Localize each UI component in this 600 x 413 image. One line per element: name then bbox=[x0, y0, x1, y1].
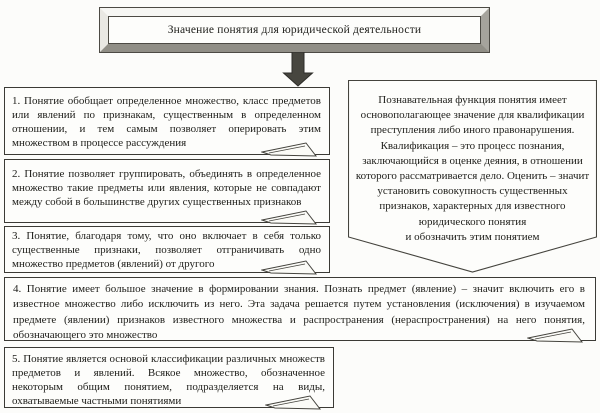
note-box-4: 4. Понятие имеет большое значение в форм… bbox=[4, 277, 596, 343]
folded-corner-icon bbox=[261, 260, 318, 275]
folded-corner-icon bbox=[261, 142, 318, 157]
title-banner: Значение понятия для юридической деятель… bbox=[99, 7, 490, 53]
note-2-text: 2. Понятие позволяет группировать, объед… bbox=[12, 168, 321, 208]
callout-pentagon bbox=[348, 80, 597, 273]
note-4-text: 4. Понятие имеет большое значение в форм… bbox=[13, 283, 585, 342]
note-box-2: 2. Понятие позволяет группировать, объед… bbox=[4, 159, 330, 225]
callout-text: Познавательная функция понятия имеет осн… bbox=[355, 94, 590, 243]
note-5-text: 5. Понятие является основой классификаци… bbox=[12, 353, 325, 407]
folded-corner-icon bbox=[527, 328, 584, 343]
note-box-1: 1. Понятие обобщает определенное множест… bbox=[4, 87, 330, 157]
down-arrow-icon bbox=[282, 52, 314, 87]
title-text: Значение понятия для юридической деятель… bbox=[108, 16, 481, 44]
note-3-text: 3. Понятие, благодаря тому, что оно вклю… bbox=[12, 230, 321, 270]
note-box-3: 3. Понятие, благодаря тому, что оно вклю… bbox=[4, 226, 330, 275]
folded-corner-icon bbox=[261, 210, 318, 225]
note-box-5: 5. Понятие является основой классификаци… bbox=[4, 347, 334, 410]
note-1-text: 1. Понятие обобщает определенное множест… bbox=[12, 95, 321, 149]
folded-corner-icon bbox=[265, 395, 322, 410]
